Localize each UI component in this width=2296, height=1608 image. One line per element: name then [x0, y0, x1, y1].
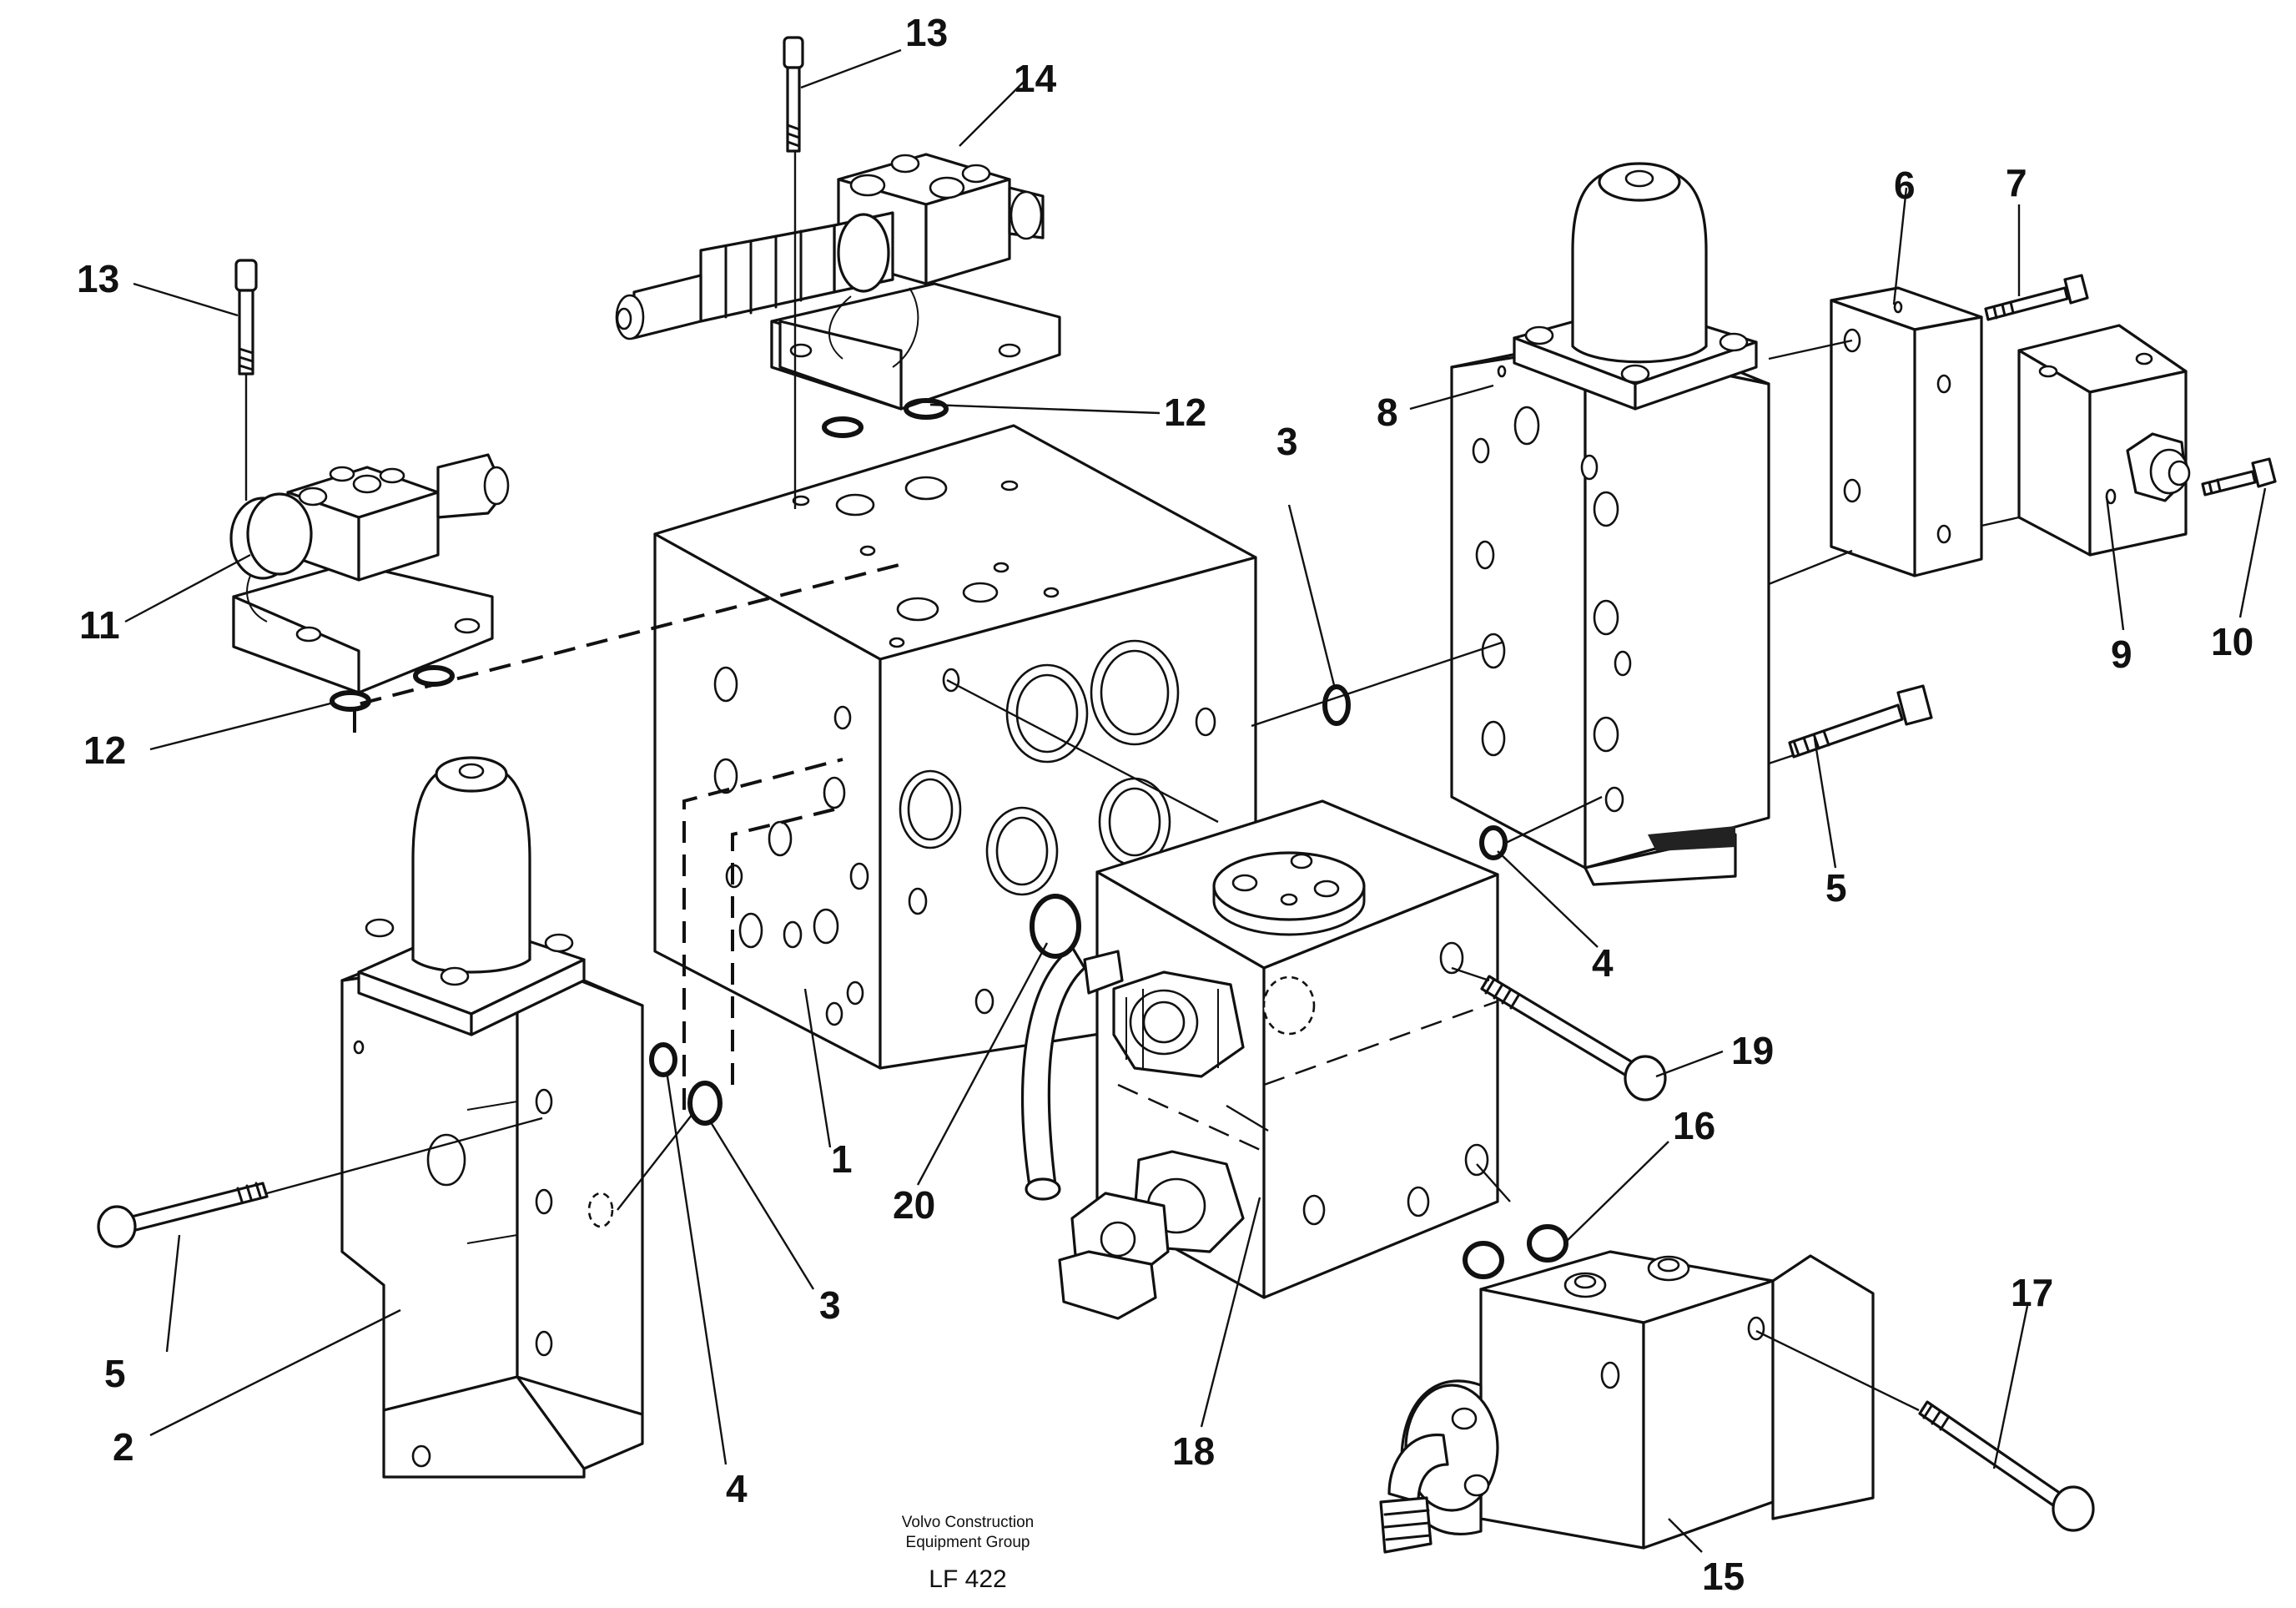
manufacturer-caption: Volvo Construction Equipment Group LF 42… [902, 1514, 1034, 1593]
callout-20: 20 [893, 1183, 935, 1227]
callout-10: 10 [2211, 620, 2253, 663]
caption-line-2: Equipment Group [906, 1534, 1030, 1551]
callout-16: 16 [1673, 1104, 1715, 1147]
callout-1: 1 [831, 1137, 853, 1181]
bolts [97, 36, 2277, 1532]
callout-13-lower: 13 [77, 257, 119, 300]
callout-leaders [124, 48, 2267, 1553]
drawing-code: LF 422 [929, 1565, 1006, 1593]
end-block [2017, 324, 2191, 557]
callout-13-upper: 13 [905, 11, 948, 54]
hydraulic-fittings [1021, 945, 1245, 1320]
relief-valve-top [615, 153, 1061, 411]
callout-labels: 1 2 3 3 4 4 5 5 6 7 8 9 10 11 12 12 13 1… [77, 11, 2253, 1598]
callout-17: 17 [2011, 1271, 2053, 1314]
callout-12-upper: 12 [1164, 391, 1206, 434]
callout-7: 7 [2006, 161, 2027, 204]
callout-12-lower: 12 [83, 728, 126, 772]
callout-4-right: 4 [1592, 941, 1614, 985]
callout-8: 8 [1377, 391, 1398, 434]
callout-3-upper: 3 [1276, 420, 1298, 463]
callout-19: 19 [1731, 1029, 1774, 1072]
callout-4-left: 4 [726, 1467, 748, 1510]
callout-5-left: 5 [104, 1352, 126, 1395]
callout-15: 15 [1702, 1555, 1745, 1598]
left-pressure-valve [340, 756, 644, 1479]
callout-5-right: 5 [1825, 866, 1847, 910]
check-valve-block [1379, 1250, 1875, 1554]
seals [330, 398, 1568, 1279]
relief-valve-left [229, 453, 510, 694]
callout-6: 6 [1894, 164, 1916, 207]
adapter-plate [1830, 286, 1983, 577]
callout-11: 11 [79, 603, 120, 647]
callout-18: 18 [1172, 1429, 1215, 1473]
callout-2: 2 [113, 1425, 134, 1469]
callout-9: 9 [2111, 633, 2132, 676]
callout-14: 14 [1014, 57, 1057, 100]
right-pressure-valve [1450, 162, 1770, 886]
assembly-lines [244, 150, 2020, 1412]
callout-3-lower: 3 [819, 1283, 841, 1327]
caption-line-1: Volvo Construction [902, 1514, 1034, 1531]
